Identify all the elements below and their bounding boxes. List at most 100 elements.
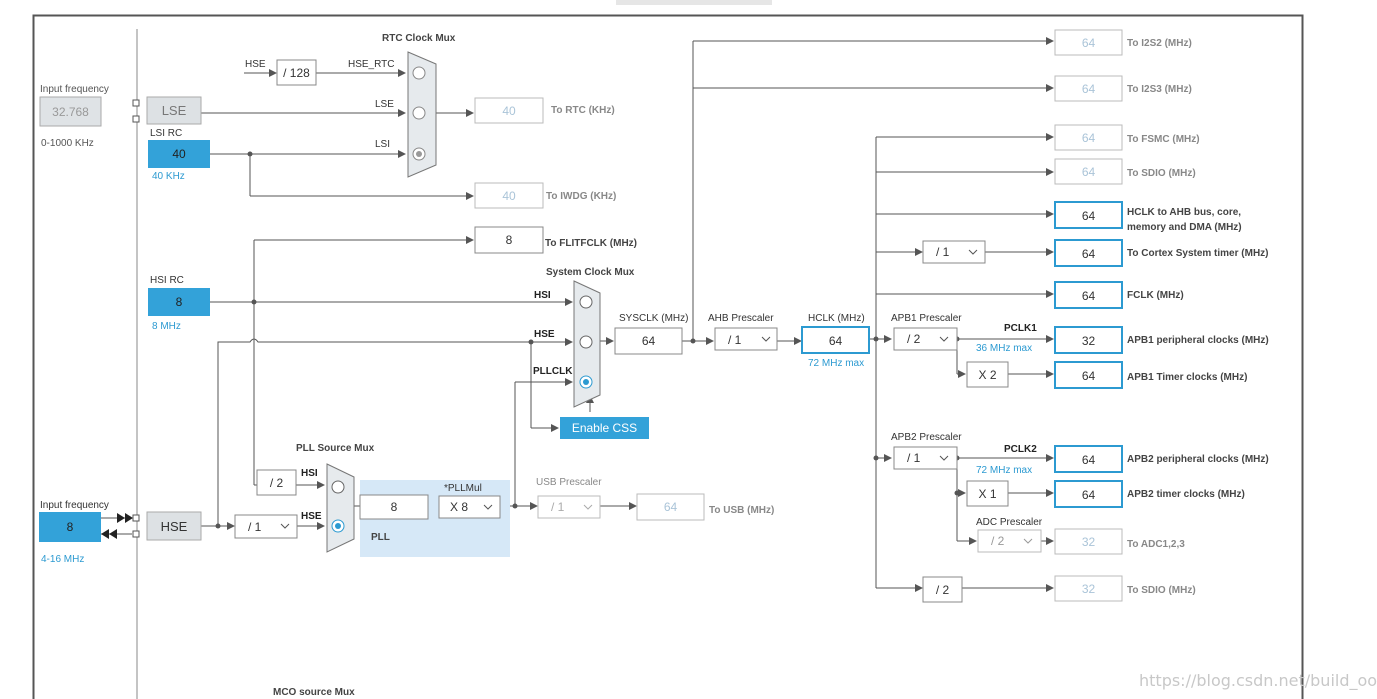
usb-prescaler-label: USB Prescaler	[536, 477, 602, 488]
rtc-lse-label: LSE	[375, 99, 394, 110]
hclk-ahb-output-box[interactable]	[1054, 201, 1123, 229]
apb2-timer-output-box[interactable]	[1054, 480, 1123, 508]
apb1-timer-label: APB1 Timer clocks (MHz)	[1127, 372, 1247, 383]
top-tab	[616, 0, 772, 5]
apb1-timer-output-box[interactable]	[1054, 361, 1123, 389]
pll-hsi-div2-box	[256, 469, 297, 496]
apb2-timer-label: APB2 timer clocks (MHz)	[1127, 489, 1245, 500]
rtc-div128-box	[276, 59, 317, 86]
apb2-prescaler-value: / 1	[907, 451, 921, 465]
usb-prescaler-select[interactable]	[537, 495, 601, 519]
usb-prescaler-value: / 1	[551, 500, 565, 514]
fclk-label: FCLK (MHz)	[1127, 290, 1184, 301]
apb2-timer-value: 64	[1082, 488, 1096, 502]
lse-block[interactable]	[146, 96, 202, 125]
lsi-rc-block[interactable]	[148, 140, 210, 168]
flitf-output-box	[474, 226, 544, 254]
ahb-prescaler-value: / 1	[728, 333, 742, 347]
pll-src-hse-label: HSE	[301, 511, 322, 522]
apb1-prescaler-label: APB1 Prescaler	[891, 313, 962, 324]
input-frequency-hse-field[interactable]	[39, 512, 101, 542]
apb1-prescaler-select[interactable]	[893, 327, 958, 351]
apb2-output-label: APB2 peripheral clocks (MHz)	[1127, 454, 1269, 465]
sys-mux-radio-pllclk-dot	[583, 379, 589, 385]
apb2-value: 64	[1082, 453, 1096, 467]
rtc-mux-title: RTC Clock Mux	[382, 33, 456, 44]
apb1-output-box[interactable]	[1054, 326, 1123, 354]
adc-chevron-down-icon	[1023, 538, 1033, 544]
pll-mul-chevron-down-icon	[483, 504, 493, 510]
pll-hsi-div2-text: / 2	[270, 476, 284, 490]
hsi-rc-block[interactable]	[148, 288, 210, 316]
lsi-rc-unit: 40 KHz	[152, 171, 185, 182]
hse-prediv-value: / 1	[248, 520, 262, 534]
pll-mul-label: *PLLMul	[444, 483, 482, 494]
lsi-rc-label: LSI RC	[150, 128, 182, 139]
sdio2-value: 32	[1082, 582, 1096, 596]
input-frequency-lse-label: Input frequency	[40, 84, 109, 95]
rtc-lsi-label: LSI	[375, 139, 390, 150]
rtc-mux-radio-lsi-dot	[416, 151, 422, 157]
i2s3-value: 64	[1082, 82, 1096, 96]
apb2-max: 72 MHz max	[976, 465, 1032, 476]
iwdg-output-label: To IWDG (KHz)	[546, 191, 616, 202]
i2s3-output-box	[1054, 75, 1123, 102]
fclk-output-box[interactable]	[1054, 281, 1123, 309]
sys-mux-radio-hsi[interactable]	[579, 295, 593, 309]
input-frequency-lse-field[interactable]	[39, 96, 102, 127]
sdio1-output-box	[1054, 158, 1123, 185]
rtc-output-box	[474, 97, 544, 124]
apb2-prescaler-select[interactable]	[893, 446, 958, 470]
hse-block[interactable]	[146, 511, 202, 541]
cortex-value: 64	[1082, 247, 1096, 261]
apb2-output-box[interactable]	[1054, 445, 1123, 473]
adc-prescaler-select[interactable]	[977, 529, 1042, 553]
hclk-ahb-label-1: HCLK to AHB bus, core,	[1127, 207, 1241, 218]
pll-src-radio-hsi[interactable]	[331, 480, 345, 494]
pll-input-box	[359, 494, 429, 520]
apb1-max: 36 MHz max	[976, 343, 1032, 354]
apb2-timer-mul-box	[966, 480, 1009, 507]
fsmc-value: 64	[1082, 131, 1096, 145]
ahb-prescaler-label: AHB Prescaler	[708, 313, 774, 324]
sysclk-value: 64	[642, 334, 656, 348]
rtc-mux-radio-hse[interactable]	[412, 66, 426, 80]
cortex-chevron-down-icon	[968, 249, 978, 255]
adc-value: 32	[1082, 535, 1096, 549]
apb2-prescaler-label: APB2 Prescaler	[891, 432, 962, 443]
enable-css-button[interactable]	[560, 417, 649, 439]
rtc-hse-label: HSE	[245, 59, 266, 70]
sdio1-label: To SDIO (MHz)	[1127, 168, 1196, 179]
pll-source-mux-title: PLL Source Mux	[296, 443, 375, 454]
apb2-chevron-down-icon	[939, 455, 949, 461]
pll-mul-select[interactable]	[438, 495, 501, 519]
hsi-rc-unit: 8 MHz	[152, 321, 181, 332]
usb-output-box	[636, 493, 705, 521]
watermark: https://blog.csdn.net/build_ooox	[1139, 671, 1377, 691]
ahb-prescaler-select[interactable]	[714, 327, 778, 351]
sys-mux-hsi-label: HSI	[534, 290, 551, 301]
hse-label: HSE	[161, 519, 188, 534]
cortex-output-box[interactable]	[1054, 239, 1123, 267]
i2s2-value: 64	[1082, 36, 1096, 50]
usb-chevron-down-icon	[583, 504, 593, 510]
pll-source-mux	[326, 463, 355, 553]
hclk-field[interactable]	[801, 326, 870, 354]
fsmc-output-box	[1054, 124, 1123, 151]
rtc-mux-radio-lse[interactable]	[412, 106, 426, 120]
fclk-value: 64	[1082, 289, 1096, 303]
sysclk-label: SYSCLK (MHz)	[619, 313, 688, 324]
cortex-prescaler-select[interactable]	[922, 240, 986, 264]
sdio2-div: / 2	[936, 583, 950, 597]
sys-mux-pllclk-label: PLLCLK	[533, 366, 573, 377]
hse-prediv-select[interactable]	[234, 514, 298, 539]
lse-label: LSE	[162, 103, 187, 118]
sdio2-output-box	[1054, 575, 1123, 602]
cortex-prescaler-value: / 1	[936, 245, 950, 259]
input-frequency-hse-range: 4-16 MHz	[41, 554, 84, 565]
sys-mux-radio-hse[interactable]	[579, 335, 593, 349]
apb1-timer-mul: X 2	[978, 368, 996, 382]
apb1-output-label: APB1 peripheral clocks (MHz)	[1127, 335, 1269, 346]
i2s2-label: To I2S2 (MHz)	[1127, 38, 1192, 49]
